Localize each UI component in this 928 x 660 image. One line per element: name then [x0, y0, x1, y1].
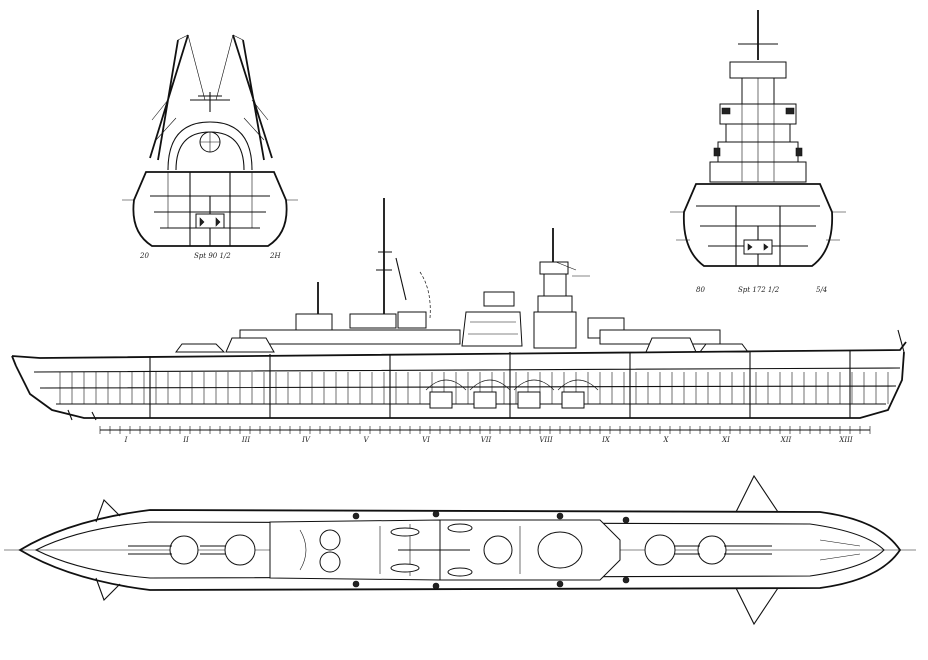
plan-turret-c — [200, 534, 256, 566]
compartment-numeral: VIII — [539, 436, 553, 444]
compartment-numeral: I — [124, 436, 128, 444]
fwd-section-caption: Spt 172 1/2 — [738, 286, 780, 294]
compartment-numeral: VI — [422, 436, 430, 444]
compartment-numeral: IX — [601, 436, 611, 444]
compartment-numeral: XII — [780, 436, 792, 444]
compartment-numeral: V — [363, 436, 369, 444]
compartment-numeral: XIII — [838, 436, 853, 444]
fwd-section-left-label: 80 — [696, 286, 705, 294]
aft-section-left-label: 20 — [139, 252, 149, 260]
compartment-numeral: III — [241, 436, 251, 444]
plan-turret-d — [128, 535, 199, 565]
compartment-numeral: VII — [481, 436, 492, 444]
compartment-numeral: IV — [301, 436, 311, 444]
compartment-numeral: II — [182, 436, 189, 444]
aft-section-caption: Spt 90 1/2 — [194, 252, 231, 260]
fwd-section-right-label: 5/4 — [816, 286, 827, 294]
plan-view — [4, 474, 916, 626]
compartment-numeral: X — [663, 436, 670, 444]
aft-section-right-label: 2H — [269, 252, 281, 260]
plan-turret-a — [697, 535, 772, 565]
cross-section-fwd-view: 80 Spt 172 1/2 5/4 — [670, 10, 846, 294]
compartment-numeral: XI — [721, 436, 730, 444]
plan-turret-b — [644, 534, 700, 566]
cross-section-aft-view: 20 Spt 90 1/2 2H — [122, 34, 298, 260]
